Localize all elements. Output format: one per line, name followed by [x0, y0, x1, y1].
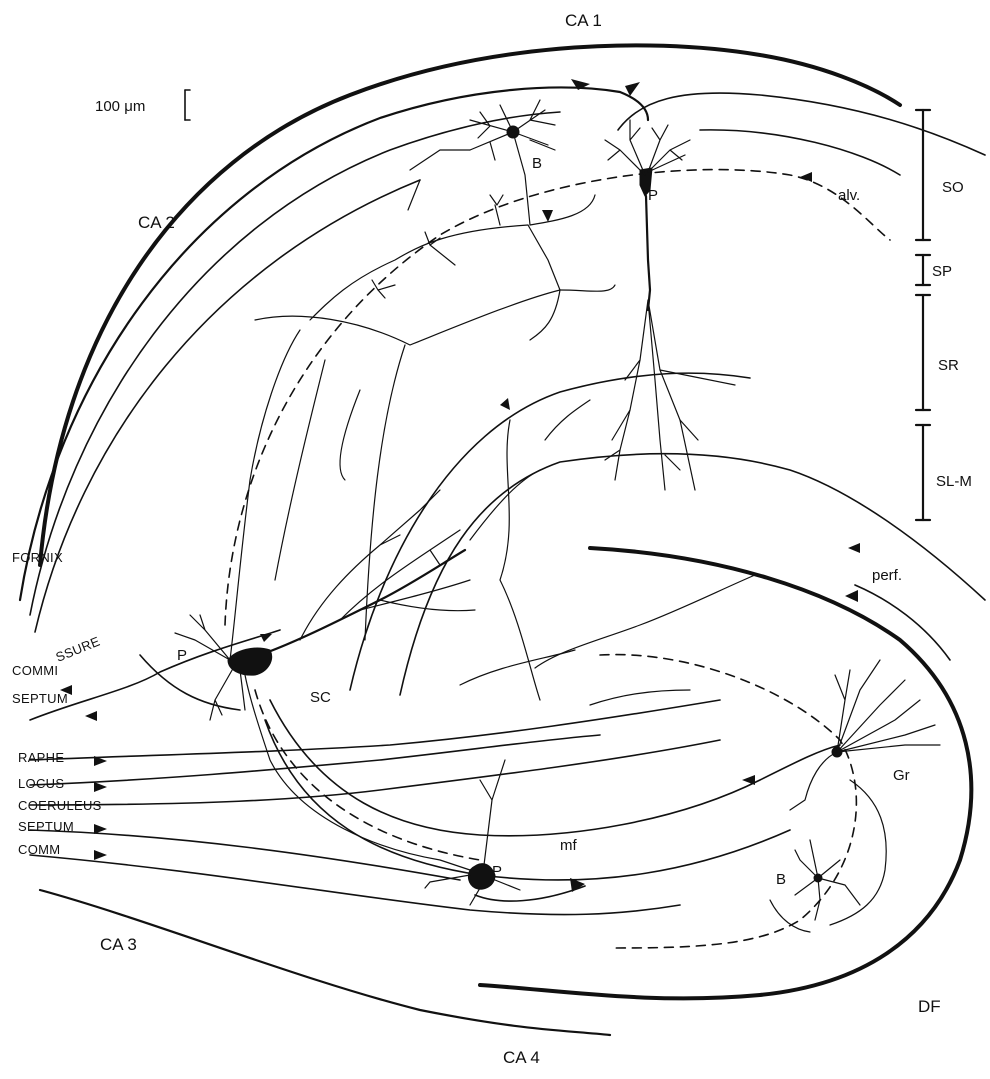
afferent-raphe	[30, 700, 720, 760]
region-label-ca3: CA 3	[100, 935, 137, 954]
axon-branch-6	[535, 575, 755, 668]
input-label-commissure-b: SSURE	[54, 634, 103, 665]
axon-branch-5	[500, 420, 540, 700]
alveus-boundary	[20, 88, 648, 600]
layer-label-sr: SR	[938, 357, 959, 374]
axon-branch-1	[255, 290, 560, 345]
scale-bar	[185, 90, 190, 120]
region-label-ca4: CA 4	[503, 1048, 540, 1067]
region-label-ca1: CA 1	[565, 11, 602, 30]
cell-label-pyramidal-ca1: P	[648, 187, 658, 204]
sr-boundary	[350, 373, 750, 690]
input-label-septum-bottom: SEPTUM	[18, 819, 74, 834]
pathway-label-schaffer: SC	[310, 689, 331, 706]
pathway-label-alveus: alv.	[838, 187, 860, 204]
pathway-label-mossy-fibers: mf	[560, 837, 577, 854]
inner-hilus-arc	[30, 630, 280, 720]
fornix-line	[35, 180, 420, 632]
axon-branch-9	[545, 400, 590, 440]
ca3-pyramidal-dashed	[255, 690, 480, 860]
hippocampal-fissure-outer	[618, 93, 985, 155]
input-label-locus: LOCUS	[18, 776, 64, 791]
layer-label-slm: SL-M	[936, 473, 972, 490]
scale-bar-label: 100 μm	[95, 98, 145, 115]
outer-boundary	[40, 45, 900, 565]
layer-bar	[916, 110, 930, 520]
pyramidal-layer-dashed	[225, 170, 890, 625]
cell-label-granule: Gr	[893, 767, 910, 784]
afferent-coeruleus	[30, 740, 720, 805]
layer-label-so: SO	[942, 179, 964, 196]
pathway-label-perforant: perf.	[872, 567, 902, 584]
ca1-outer-upper	[700, 130, 900, 175]
region-label-ca2: CA 2	[138, 213, 175, 232]
input-label-septum-top: SEPTUM	[12, 691, 68, 706]
axon-branch-10	[470, 470, 540, 540]
afferent-locus	[30, 735, 600, 785]
cell-label-basket-df: B	[776, 871, 786, 888]
axon-branch-2	[365, 345, 405, 640]
dentate-granule-dashed	[600, 655, 856, 948]
layer-label-sp: SP	[932, 263, 952, 280]
so-inner-line	[30, 112, 560, 615]
pyramidal-cell-ca3	[175, 330, 475, 870]
granule-cell	[790, 660, 940, 810]
mossy-terminal-tail	[475, 886, 585, 901]
axon-branch-8	[590, 690, 690, 705]
input-label-raphe: RAPHE	[18, 750, 64, 765]
input-label-fornix: FORNIX	[12, 550, 63, 565]
cell-label-pyramidal-ca4: P	[492, 863, 502, 880]
input-label-comm: COMM	[18, 842, 60, 857]
cell-label-basket-ca1: B	[532, 155, 542, 172]
cell-label-pyramidal-ca3: P	[177, 647, 187, 664]
axon-branch-3	[275, 360, 325, 580]
input-label-commissure-a: COMMI	[12, 663, 58, 678]
direction-arrows	[60, 79, 860, 892]
input-label-coeruleus: COERULEUS	[18, 798, 102, 813]
axon-branch-4	[340, 390, 360, 480]
basket-cell-ca1	[310, 100, 615, 340]
region-label-df: DF	[918, 997, 941, 1016]
ca4-lower-boundary	[40, 890, 610, 1035]
basket-cell-df	[770, 780, 886, 932]
